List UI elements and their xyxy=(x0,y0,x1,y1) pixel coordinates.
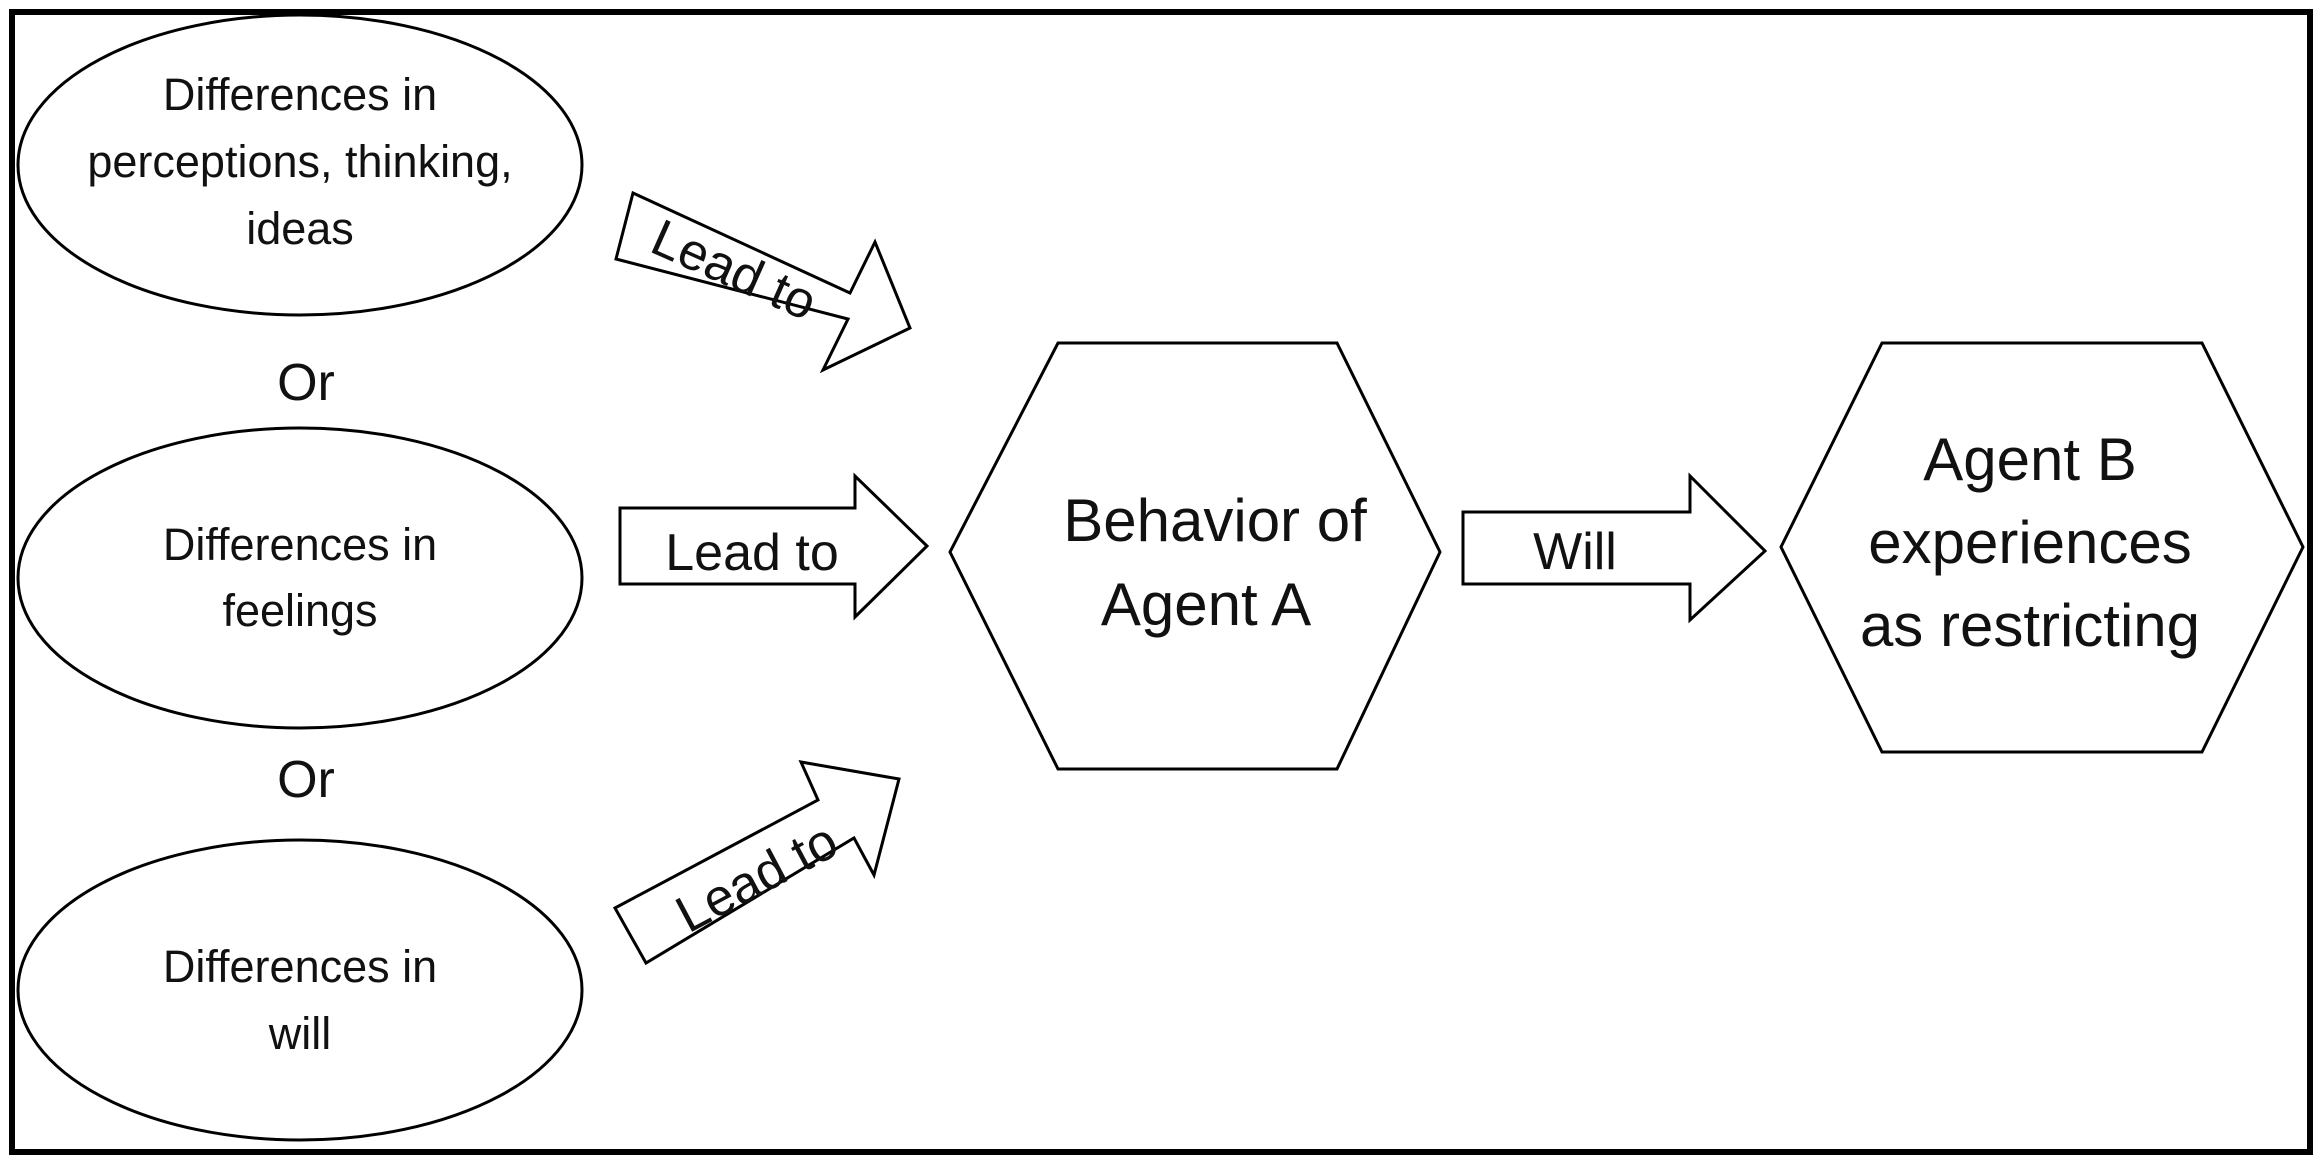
ellipse-feelings: Differences in feelings xyxy=(16,426,584,730)
or-label-lower: Or xyxy=(277,751,335,809)
ellipse-top-line-1: Differences in xyxy=(163,69,437,120)
ellipse-middle-line-1: Differences in xyxy=(163,519,437,570)
hexagon-b-line-2: experiences xyxy=(1868,509,2192,576)
ellipse-bottom-line-1: Differences in xyxy=(163,941,437,992)
arrow-middle-label: Lead to xyxy=(665,524,839,582)
hexagon-a-line-1: Behavior of xyxy=(1063,487,1367,554)
ellipse-top-line-3: ideas xyxy=(246,203,354,254)
ellipse-perceptions-thinking-ideas: Differences in perceptions, thinking, id… xyxy=(16,13,584,317)
arrow-right-will: Will xyxy=(1461,472,1768,624)
hexagon-b-line-1: Agent B xyxy=(1923,426,2137,493)
ellipse-top-line-2: perceptions, thinking, xyxy=(87,136,512,187)
hexagon-agent-b-experiences: Agent B experiences as restricting xyxy=(1779,341,2305,754)
or-label-upper: Or xyxy=(277,354,335,412)
ellipse-will: Differences in will xyxy=(16,838,584,1142)
ellipse-middle-line-2: feelings xyxy=(222,585,377,636)
ellipse-bottom-line-2: will xyxy=(268,1008,332,1059)
hexagon-b-line-3: as restricting xyxy=(1860,592,2200,659)
hexagon-behavior-agent-a: Behavior of Agent A xyxy=(948,341,1442,771)
hexagon-a-line-2: Agent A xyxy=(1101,571,1311,638)
arrow-middle-lead-to: Lead to xyxy=(618,472,930,621)
arrow-right-label: Will xyxy=(1533,523,1617,581)
